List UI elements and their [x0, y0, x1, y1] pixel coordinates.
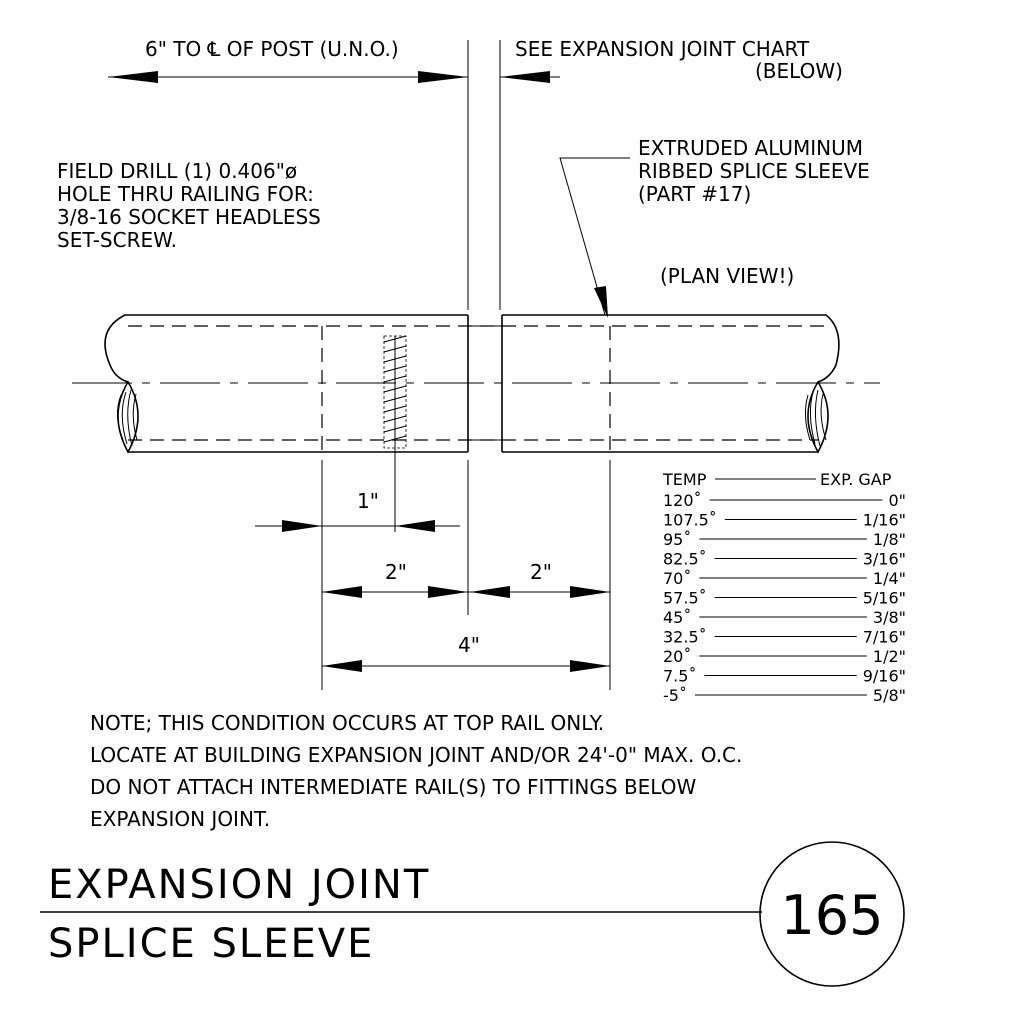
general-notes: NOTE; THIS CONDITION OCCURS AT TOP RAIL …	[90, 711, 742, 831]
detail-number-circle	[759, 841, 905, 987]
chart-row: 45˚ 3/8"	[663, 608, 906, 627]
expansion-chart-reference-label-2: (BELOW)	[755, 59, 843, 83]
chart-row-gap: 3/8"	[873, 608, 906, 627]
chart-row-gap: 1/4"	[873, 569, 906, 588]
plan-view-label: (PLAN VIEW!)	[660, 264, 794, 288]
dimension-2-inch-left: 2"	[322, 560, 468, 598]
note-line: NOTE; THIS CONDITION OCCURS AT TOP RAIL …	[90, 711, 604, 735]
chart-row-gap: 3/16"	[863, 550, 906, 569]
left-break-symbol	[117, 380, 139, 454]
expansion-chart-reference-label: SEE EXPANSION JOINT CHART	[515, 37, 810, 61]
chart-header-gap: EXP. GAP	[820, 470, 892, 489]
chart-row-temp: 95˚	[663, 530, 691, 549]
left-rail-top	[104, 314, 468, 383]
chart-row-temp: 7.5˚	[663, 667, 696, 686]
field-drill-note: FIELD DRILL (1) 0.406"ø HOLE THRU RAILIN…	[57, 159, 321, 252]
right-rail-top	[502, 314, 840, 383]
post-centerline-dimension-label: 6" TO ℄ OF POST (U.N.O.)	[145, 37, 399, 61]
chart-row: 120˚ 0"	[663, 491, 906, 510]
note-line: DO NOT ATTACH INTERMEDIATE RAIL(S) TO FI…	[90, 775, 696, 799]
dim-text: 4"	[458, 633, 480, 657]
note-line: SET-SCREW.	[57, 228, 177, 252]
chart-row-temp: 57.5˚	[663, 589, 707, 608]
chart-row-gap: 9/16"	[863, 667, 906, 686]
chart-row: 32.5˚ 7/16"	[663, 628, 906, 647]
post-dimension-line	[108, 71, 468, 83]
note-line: HOLE THRU RAILING FOR:	[57, 182, 314, 206]
title-line-2: SPLICE SLEEVE	[48, 921, 374, 967]
note-line: EXPANSION JOINT.	[90, 807, 270, 831]
chart-row-temp: 120˚	[663, 491, 702, 510]
dimension-4-inch: 4"	[322, 633, 610, 672]
chart-row: 82.5˚ 3/16"	[663, 550, 906, 569]
note-line: 3/8-16 SOCKET HEADLESS	[57, 205, 321, 229]
expansion-gap-chart: TEMP EXP. GAP 120˚0"107.5˚1/16"95˚1/8"82…	[662, 470, 906, 705]
detail-number: 165	[780, 884, 883, 947]
chart-row-temp: 20˚	[663, 647, 691, 666]
splice-sleeve-callout: EXTRUDED ALUMINUM RIBBED SPLICE SLEEVE (…	[559, 136, 870, 318]
chart-row: -5˚ 5/8"	[663, 686, 906, 705]
callout-line: EXTRUDED ALUMINUM	[638, 136, 863, 160]
chart-row-temp: 82.5˚	[663, 550, 707, 569]
title-line-1: EXPANSION JOINT	[48, 862, 430, 908]
title-block: EXPANSION JOINT SPLICE SLEEVE 165	[40, 841, 905, 987]
chart-row-temp: 70˚	[663, 569, 691, 588]
chart-row: 7.5˚ 9/16"	[663, 667, 906, 686]
chart-row-temp: -5˚	[663, 686, 687, 705]
right-break-symbol	[807, 380, 829, 454]
chart-row-temp: 45˚	[663, 608, 691, 627]
chart-row-gap: 1/16"	[863, 511, 906, 530]
chart-header-temp: TEMP	[662, 470, 707, 489]
chart-row: 57.5˚ 5/16"	[663, 589, 906, 608]
note-line: FIELD DRILL (1) 0.406"ø	[57, 159, 297, 183]
dim-text: 1"	[357, 489, 379, 513]
chart-row: 107.5˚ 1/16"	[663, 511, 906, 530]
chart-row: 95˚ 1/8"	[663, 530, 906, 549]
note-line: LOCATE AT BUILDING EXPANSION JOINT AND/O…	[90, 743, 742, 767]
chart-row-gap: 7/16"	[863, 628, 906, 647]
chart-row-temp: 107.5˚	[663, 511, 717, 530]
chart-row-temp: 32.5˚	[663, 628, 707, 647]
chart-row-gap: 0"	[888, 491, 906, 510]
chart-row-gap: 1/8"	[873, 530, 906, 549]
callout-line: RIBBED SPLICE SLEEVE	[638, 159, 870, 183]
rail-plan-view	[72, 314, 880, 532]
chart-row: 20˚ 1/2"	[663, 647, 906, 666]
dim-text: 2"	[385, 560, 407, 584]
chart-row-gap: 1/2"	[873, 647, 906, 666]
chart-row-gap: 5/8"	[873, 686, 906, 705]
gap-dimension-arrow	[500, 71, 560, 83]
dim-text: 2"	[530, 560, 552, 584]
chart-row: 70˚ 1/4"	[663, 569, 906, 588]
chart-row-gap: 5/16"	[863, 589, 906, 608]
dimension-2-inch-right: 2"	[468, 560, 610, 598]
set-screw	[383, 335, 407, 532]
dimension-1-inch: 1"	[255, 489, 460, 532]
callout-line: (PART #17)	[638, 182, 751, 206]
